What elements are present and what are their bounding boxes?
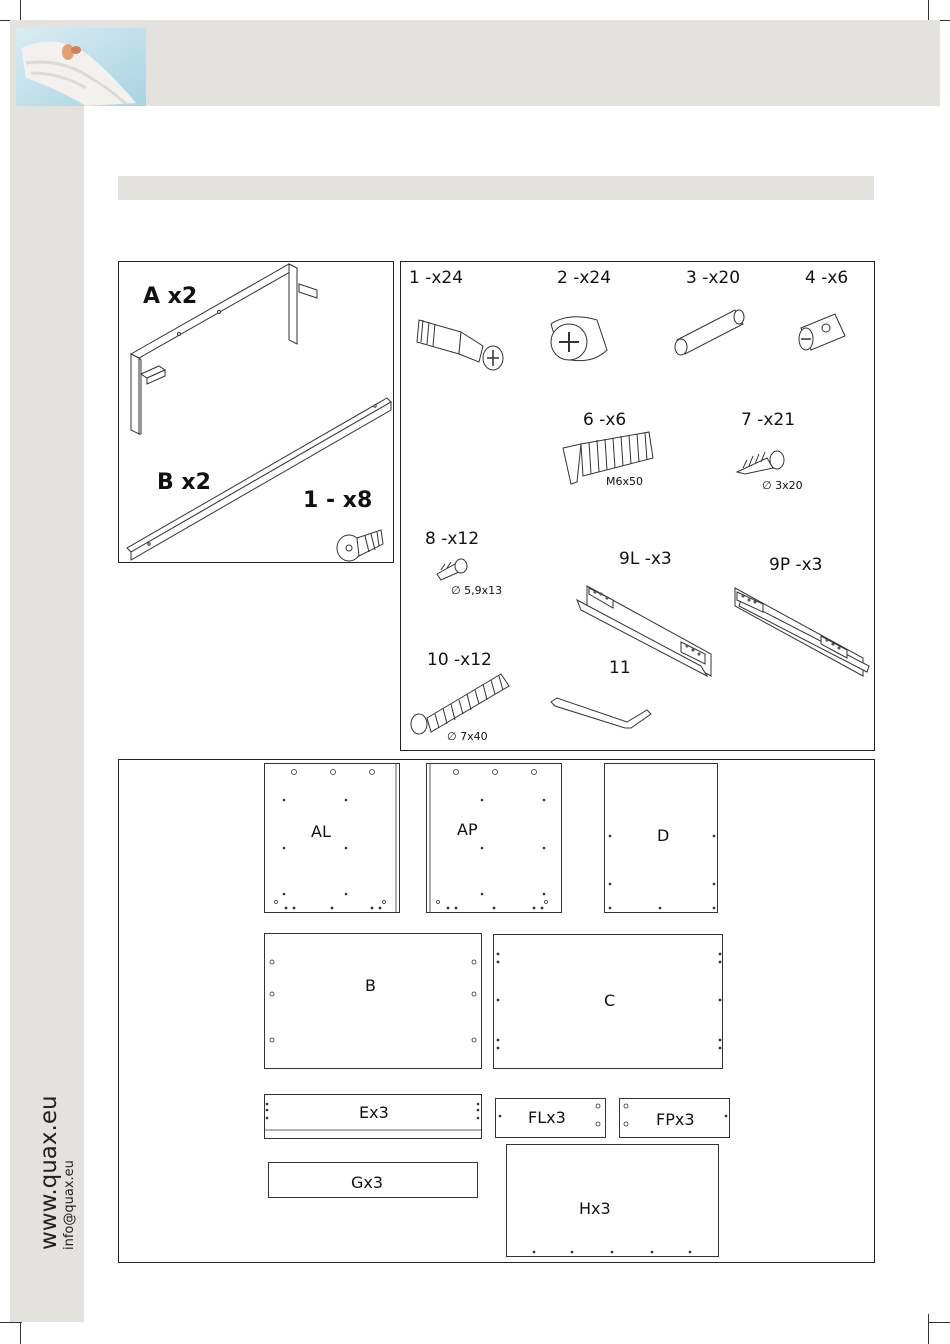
panel-hole-markings xyxy=(0,0,950,1344)
